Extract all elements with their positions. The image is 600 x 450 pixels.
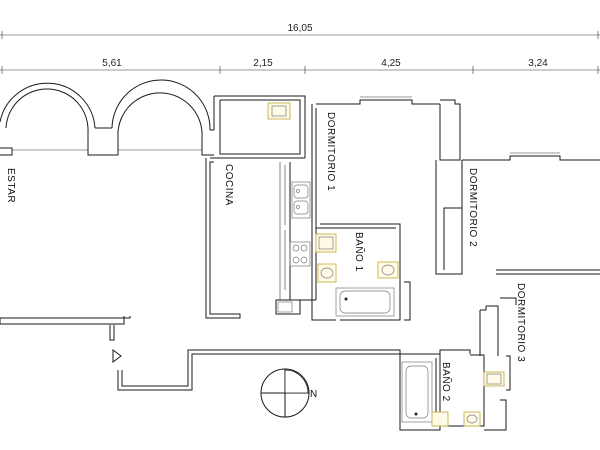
dimension-segment-4: 3,24 [528,58,548,69]
total-width-dimension: 16,05 [287,23,312,34]
fixtures [267,102,505,427]
entrance-arrow-icon [112,349,122,363]
room-label-bano-2: BAÑO 2 [440,362,453,402]
compass-icon [260,368,310,418]
room-label-bano-1: BAÑO 1 [353,232,366,272]
dimension-segment-3: 4,25 [381,58,401,69]
room-label-dormitorio-2: DORMITORIO 2 [467,168,478,247]
dimension-lines [0,31,600,74]
room-label-dormitorio-3: DORMITORIO 3 [515,283,526,362]
dimension-segment-1: 5,61 [102,58,122,69]
room-label-dormitorio-1: DORMITORIO 1 [325,112,336,191]
room-label-estar: ESTAR [5,168,16,203]
compass-label: N [310,389,317,400]
walls [0,79,600,431]
room-label-cocina: COCINA [223,164,234,206]
dimension-segment-2: 2,15 [253,58,273,69]
